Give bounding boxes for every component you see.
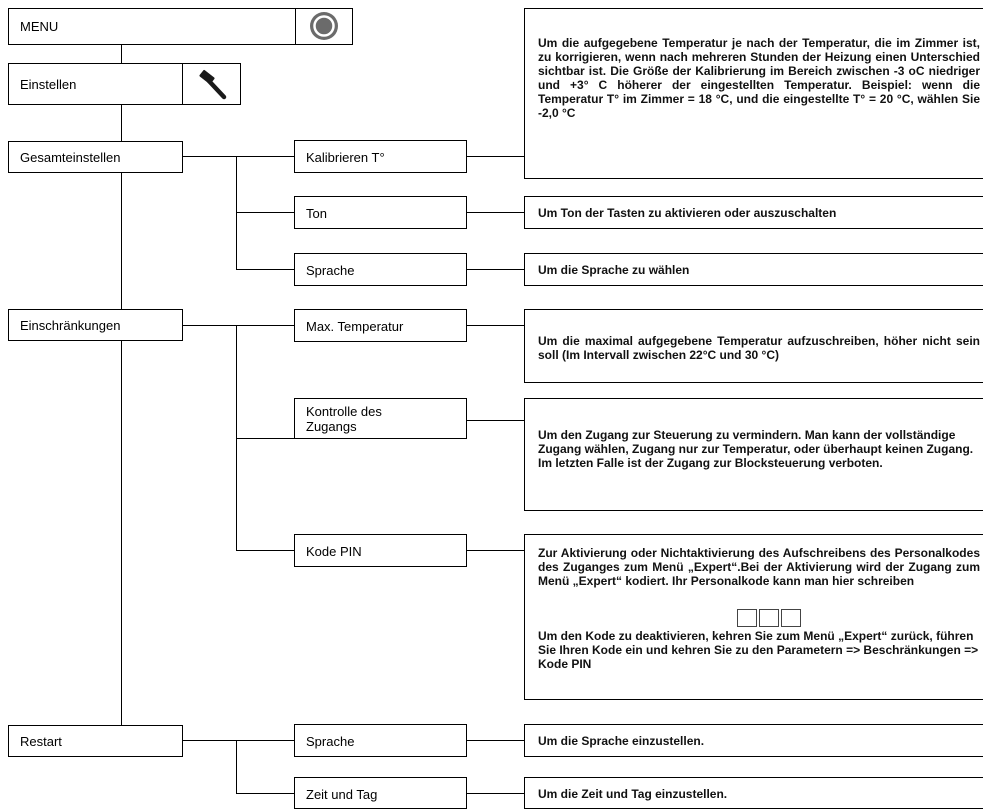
settings-box[interactable]: Einstellen bbox=[8, 63, 183, 105]
desc-sound-box: Um Ton der Tasten zu aktivieren oder aus… bbox=[524, 196, 983, 229]
item-language-label: Sprache bbox=[306, 263, 355, 278]
menu-box[interactable]: MENU bbox=[8, 8, 296, 45]
menu-title: MENU bbox=[20, 19, 59, 34]
menu-icon-box[interactable] bbox=[295, 8, 353, 45]
item-time-day[interactable]: Zeit und Tag bbox=[294, 777, 467, 809]
desc-pin-2: Um den Kode zu deaktivieren, kehren Sie … bbox=[538, 629, 979, 671]
item-access-label-1: Kontrolle des bbox=[306, 404, 382, 419]
group-restrictions[interactable]: Einschränkungen bbox=[8, 309, 183, 341]
connector-language bbox=[236, 269, 294, 270]
desc-max-temp: Um die maximal aufgegebene Temperatur au… bbox=[538, 334, 980, 362]
connector-access-desc bbox=[466, 420, 524, 421]
pin-digit-3[interactable] bbox=[781, 609, 801, 627]
item-access-label-2: Zugangs bbox=[306, 419, 357, 434]
item-calibrate-label: Kalibrieren T° bbox=[306, 150, 385, 165]
settings-title: Einstellen bbox=[20, 77, 77, 92]
connector-pin bbox=[236, 550, 294, 551]
desc-calibrate-box: Um die aufgegebene Temperatur je nach de… bbox=[524, 8, 983, 179]
connector-sound bbox=[236, 212, 294, 213]
item-calibrate[interactable]: Kalibrieren T° bbox=[294, 140, 467, 173]
group-restart-label: Restart bbox=[20, 734, 62, 749]
connector-timeday-desc bbox=[466, 793, 524, 794]
group-general[interactable]: Gesamteinstellen bbox=[8, 141, 183, 173]
desc-time-day: Um die Zeit und Tag einzustellen. bbox=[538, 787, 728, 801]
pin-digit-2[interactable] bbox=[759, 609, 779, 627]
item-restart-language[interactable]: Sprache bbox=[294, 724, 467, 757]
group-general-label: Gesamteinstellen bbox=[20, 150, 121, 165]
connector-maxtemp-desc bbox=[466, 325, 524, 326]
desc-calibrate: Um die aufgegebene Temperatur je nach de… bbox=[538, 36, 980, 120]
connector-restart-language-desc bbox=[466, 740, 524, 741]
settings-icon-box[interactable] bbox=[182, 63, 241, 105]
desc-access: Um den Zugang zur Steuerung zu verminder… bbox=[538, 428, 974, 470]
connector-restrictions-branch bbox=[236, 325, 237, 550]
connector-language-desc bbox=[466, 269, 524, 270]
item-pin[interactable]: Kode PIN bbox=[294, 534, 467, 567]
item-time-day-label: Zeit und Tag bbox=[306, 787, 378, 802]
item-max-temp-label: Max. Temperatur bbox=[306, 319, 404, 334]
item-access-control[interactable]: Kontrolle des Zugangs bbox=[294, 398, 467, 439]
connector-timeday bbox=[236, 793, 294, 794]
pin-input[interactable] bbox=[736, 609, 802, 627]
desc-language: Um die Sprache zu wählen bbox=[538, 263, 690, 277]
desc-restart-language-box: Um die Sprache einzustellen. bbox=[524, 724, 983, 757]
desc-pin-box: Zur Aktivierung oder Nichtaktivierung de… bbox=[524, 534, 983, 700]
pin-digit-1[interactable] bbox=[737, 609, 757, 627]
desc-access-box: Um den Zugang zur Steuerung zu verminder… bbox=[524, 398, 983, 511]
connector-restart-language bbox=[182, 740, 294, 741]
item-restart-language-label: Sprache bbox=[306, 734, 355, 749]
connector-settings-general bbox=[121, 104, 122, 141]
group-restart[interactable]: Restart bbox=[8, 725, 183, 757]
item-sound[interactable]: Ton bbox=[294, 196, 467, 229]
desc-language-box: Um die Sprache zu wählen bbox=[524, 253, 983, 286]
item-max-temp[interactable]: Max. Temperatur bbox=[294, 309, 467, 342]
item-sound-label: Ton bbox=[306, 206, 327, 221]
connector-pin-desc bbox=[466, 550, 524, 551]
item-pin-label: Kode PIN bbox=[306, 544, 362, 559]
desc-pin-1: Zur Aktivierung oder Nichtaktivierung de… bbox=[538, 546, 980, 588]
desc-restart-language: Um die Sprache einzustellen. bbox=[538, 734, 705, 748]
group-restrictions-label: Einschränkungen bbox=[20, 318, 121, 333]
item-language[interactable]: Sprache bbox=[294, 253, 467, 286]
connector-general-calibrate bbox=[182, 156, 294, 157]
desc-time-day-box: Um die Zeit und Tag einzustellen. bbox=[524, 777, 983, 809]
connector-calibrate-desc bbox=[466, 156, 524, 157]
connector-restart-branch bbox=[236, 740, 237, 793]
connector-access bbox=[236, 438, 294, 439]
connector-menu-settings bbox=[121, 44, 122, 63]
connector-restrictions-maxtemp bbox=[182, 325, 294, 326]
desc-sound: Um Ton der Tasten zu aktivieren oder aus… bbox=[538, 206, 837, 220]
connector-main-trunk bbox=[121, 172, 122, 726]
connector-sound-desc bbox=[466, 212, 524, 213]
wrench-icon bbox=[197, 69, 229, 106]
desc-max-temp-box: Um die maximal aufgegebene Temperatur au… bbox=[524, 309, 983, 383]
power-circle-icon bbox=[309, 11, 339, 46]
